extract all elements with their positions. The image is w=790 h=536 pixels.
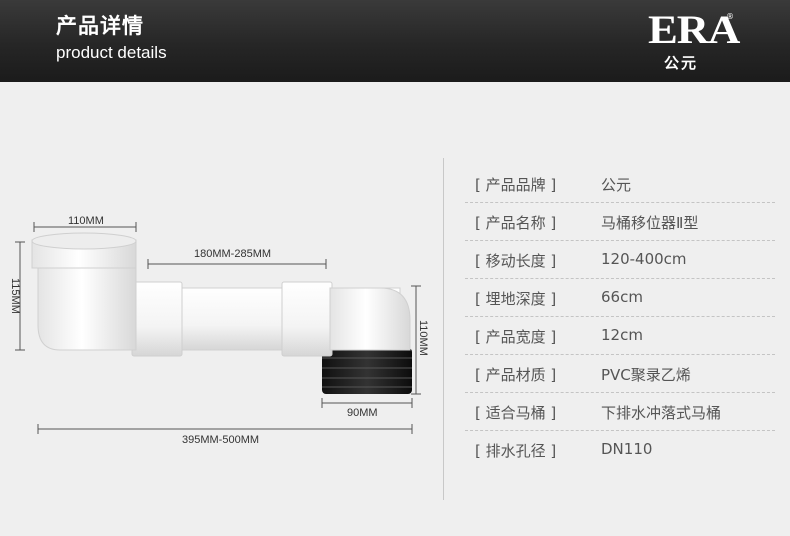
spec-label: [ 产品材质 ] (475, 366, 557, 384)
spec-row-length: [ 移动长度 ] 120-400cm (465, 241, 775, 279)
spec-value: 下排水冲落式马桶 (601, 404, 722, 422)
dimension-lines (15, 222, 421, 434)
pipe-illustration: 110MM 180MM-285MM 115MM 110MM 90MM 395MM… (9, 215, 429, 446)
spec-value: 12cm (601, 326, 643, 344)
spec-row-drain: [ 排水孔径 ] DN110 (465, 431, 775, 468)
spec-label: [ 适合马桶 ] (475, 404, 557, 422)
spec-value: 公元 (601, 176, 632, 194)
elbow-right (329, 287, 411, 351)
header-title-en: product details (56, 43, 167, 62)
page-header: 产品详情 product details ERA ® 公元 (0, 0, 790, 82)
dim-run-length: 180MM-285MM (194, 248, 271, 260)
spec-label: [ 埋地深度 ] (475, 290, 557, 308)
dim-outlet-width: 90MM (347, 407, 378, 419)
logo-wordmark: ERA (648, 7, 740, 52)
spec-value: 66cm (601, 288, 643, 306)
spec-label: [ 排水孔径 ] (475, 442, 557, 460)
spec-value: 120-400cm (601, 250, 687, 268)
dim-top-width: 110MM (68, 215, 104, 227)
spec-value: PVC聚录乙烯 (601, 366, 691, 384)
coupling-right (281, 281, 333, 357)
inlet-opening (31, 232, 137, 250)
logo-subtitle: 公元 (664, 54, 699, 72)
rubber-outlet (322, 348, 412, 394)
coupling-left (131, 281, 183, 357)
spec-row-width: [ 产品宽度 ] 12cm (465, 317, 775, 355)
spec-row-depth: [ 埋地深度 ] 66cm (465, 279, 775, 317)
spec-label: [ 产品名称 ] (475, 214, 557, 232)
spec-value: DN110 (601, 440, 653, 458)
header-title-cn: 产品详情 (56, 14, 144, 38)
spec-row-name: [ 产品名称 ] 马桶移位器Ⅱ型 (465, 203, 775, 241)
spec-label: [ 移动长度 ] (475, 252, 557, 270)
registered-mark: ® (726, 12, 734, 21)
dim-total-length: 395MM-500MM (182, 434, 259, 446)
dim-right-height: 110MM (417, 320, 429, 356)
spec-label: [ 产品品牌 ] (475, 176, 557, 194)
riser-left (37, 259, 137, 351)
dim-left-height: 115MM (9, 278, 21, 314)
spec-row-brand: [ 产品品牌 ] 公元 (465, 165, 775, 203)
spec-row-material: [ 产品材质 ] PVC聚录乙烯 (465, 355, 775, 393)
product-diagram: 110MM 180MM-285MM 115MM 110MM 90MM 395MM… (0, 200, 440, 460)
spec-value: 马桶移位器Ⅱ型 (601, 214, 699, 232)
spec-row-toilet: [ 适合马桶 ] 下排水冲落式马桶 (465, 393, 775, 431)
brand-logo: ERA ® 公元 (648, 7, 740, 74)
spec-label: [ 产品宽度 ] (475, 328, 557, 346)
spec-table: [ 产品品牌 ] 公元 [ 产品名称 ] 马桶移位器Ⅱ型 [ 移动长度 ] 12… (465, 165, 775, 468)
section-divider (443, 158, 444, 500)
